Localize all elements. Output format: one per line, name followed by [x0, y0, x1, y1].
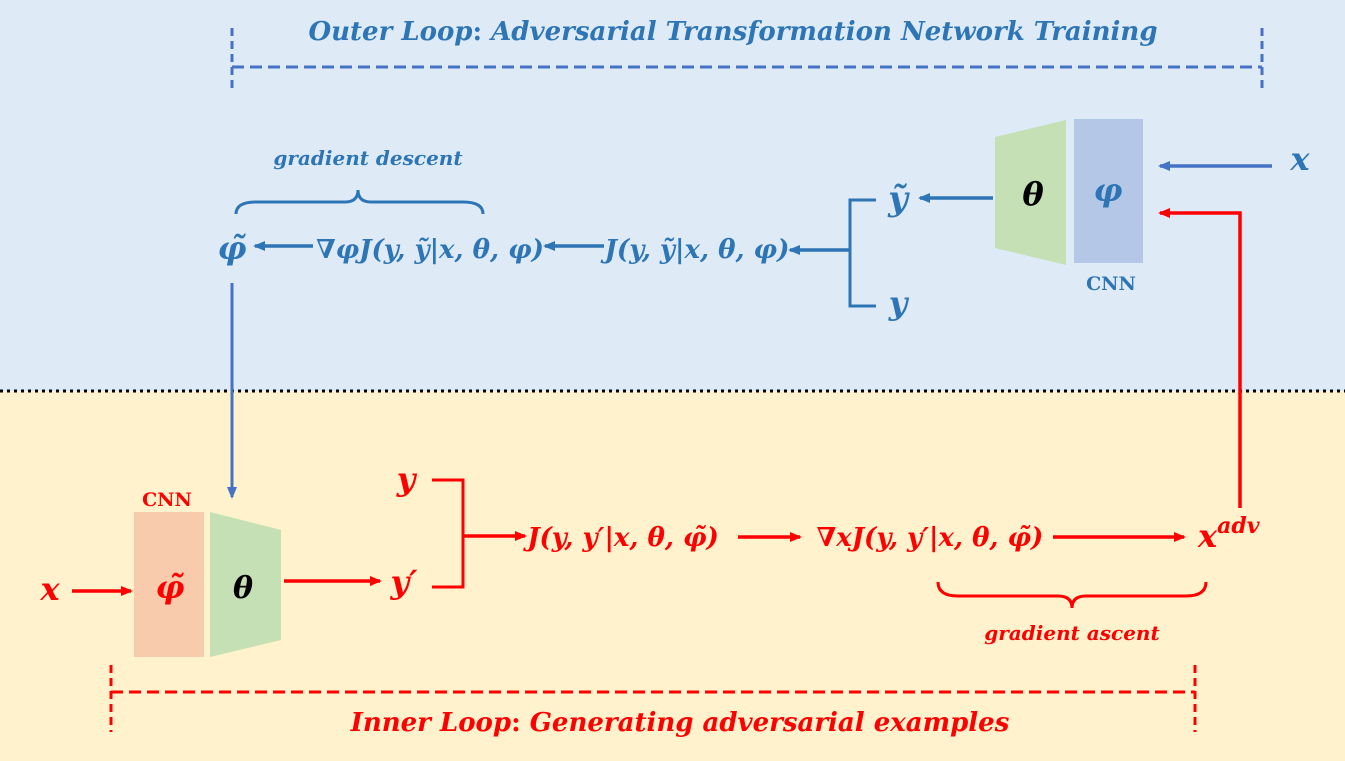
inner-theta-block	[210, 512, 281, 657]
inner-loss: J(y, y′|x, θ, φ̃)	[522, 523, 719, 553]
inner-gradient: ∇xJ(y, y′|x, θ, φ̃)	[817, 523, 1044, 553]
inner-y: y	[396, 460, 418, 498]
inner-cnn-label: CNN	[142, 489, 192, 511]
gradient-ascent-label: gradient ascent	[984, 621, 1160, 645]
outer-phi-label: φ	[1094, 171, 1123, 209]
outer-phi-block	[1074, 119, 1143, 263]
x-adv-superscript: adv	[1217, 513, 1260, 539]
outer-loop-bracket	[230, 28, 1264, 92]
outer-gradient: ∇φJ(y, ỹ|x, θ, φ)	[316, 235, 544, 265]
inner-loop-title: Inner Loop: Generating adversarial examp…	[350, 708, 1010, 738]
x-adv-label: x	[1197, 517, 1218, 555]
x-adv: xadv	[1197, 513, 1260, 555]
outer-y-tilde: ỹ	[887, 179, 910, 219]
gradient-ascent-brace	[936, 581, 1208, 609]
gradient-descent-label: gradient descent	[273, 146, 463, 170]
gradient-descent-brace	[234, 189, 485, 215]
outer-combine-bracket	[848, 198, 876, 308]
inner-input-x: x	[39, 570, 60, 608]
outer-theta-label: θ	[1022, 175, 1044, 213]
outer-phi-tilde: φ̃	[218, 229, 247, 267]
inner-phitilde-block	[134, 512, 204, 657]
outer-cnn-label: CNN	[1086, 273, 1136, 295]
outer-theta-block	[995, 120, 1066, 265]
inner-y-prime: y′	[389, 563, 418, 601]
outer-loop-title: Outer Loop: Adversarial Transformation N…	[308, 17, 1157, 47]
xadv-to-outer-network-arrow	[1158, 208, 1242, 508]
inner-combine-bracket	[432, 478, 465, 589]
inner-loop-bracket	[109, 665, 1197, 732]
inner-theta-label: θ	[233, 571, 253, 606]
outer-y: y	[888, 284, 910, 322]
outer-loss: J(y, ỹ|x, θ, φ)	[600, 235, 790, 265]
outer-input-x: x	[1289, 140, 1310, 178]
inner-phitilde-label: φ̃	[156, 568, 185, 606]
